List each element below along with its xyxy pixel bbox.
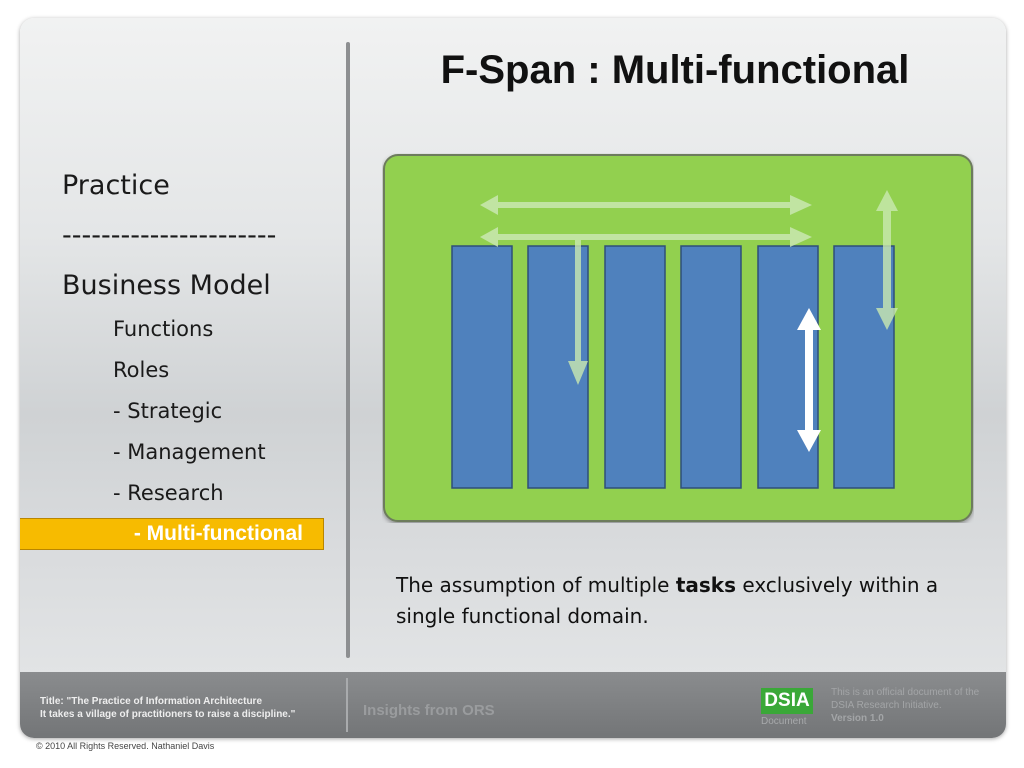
nav-item-research[interactable]: - Research bbox=[113, 481, 224, 505]
arrow-down-icon bbox=[568, 240, 588, 385]
arrow-up-down-icon bbox=[797, 308, 821, 452]
footer-note: This is an official document of the DSIA… bbox=[831, 687, 980, 724]
footer-title-line2: It takes a village of practitioners to r… bbox=[40, 709, 296, 720]
nav-item-practice[interactable]: Practice bbox=[62, 170, 170, 201]
nav-item-management[interactable]: - Management bbox=[113, 440, 266, 464]
footer-bar: Title: "The Practice of Information Arch… bbox=[20, 672, 1006, 738]
nav-item-multi-functional-active[interactable]: - Multi-functional bbox=[20, 518, 324, 550]
nav-separator: ---------------------- bbox=[62, 220, 277, 251]
vertical-divider bbox=[346, 42, 350, 658]
task-column bbox=[451, 245, 513, 489]
double-headed-arrow-icon bbox=[480, 195, 812, 215]
footer-title-line1: Title: "The Practice of Information Arch… bbox=[40, 696, 263, 707]
task-column bbox=[680, 245, 742, 489]
footer-divider bbox=[346, 678, 348, 732]
dsia-logo: DSIA bbox=[761, 688, 813, 714]
nav-item-functions[interactable]: Functions bbox=[113, 317, 214, 341]
arrow-up-down-icon bbox=[876, 190, 898, 330]
caption-text: The assumption of multiple tasks exclusi… bbox=[396, 573, 939, 628]
dsia-logo-subtitle: Document bbox=[761, 716, 807, 727]
double-headed-arrow-icon bbox=[480, 227, 812, 247]
page-title: F-Span : Multi-functional bbox=[440, 48, 910, 92]
nav-item-strategic[interactable]: - Strategic bbox=[113, 399, 223, 423]
task-columns bbox=[451, 245, 895, 489]
footer-insights: Insights from ORS bbox=[363, 702, 495, 719]
task-column bbox=[604, 245, 666, 489]
nav-item-business-model[interactable]: Business Model bbox=[62, 270, 271, 301]
functional-domain-diagram bbox=[383, 154, 973, 522]
copyright-text: © 2010 All Rights Reserved. Nathaniel Da… bbox=[36, 741, 215, 751]
nav-item-roles[interactable]: Roles bbox=[113, 358, 170, 382]
slide: F-Span : Multi-functional Practice -----… bbox=[20, 18, 1006, 738]
